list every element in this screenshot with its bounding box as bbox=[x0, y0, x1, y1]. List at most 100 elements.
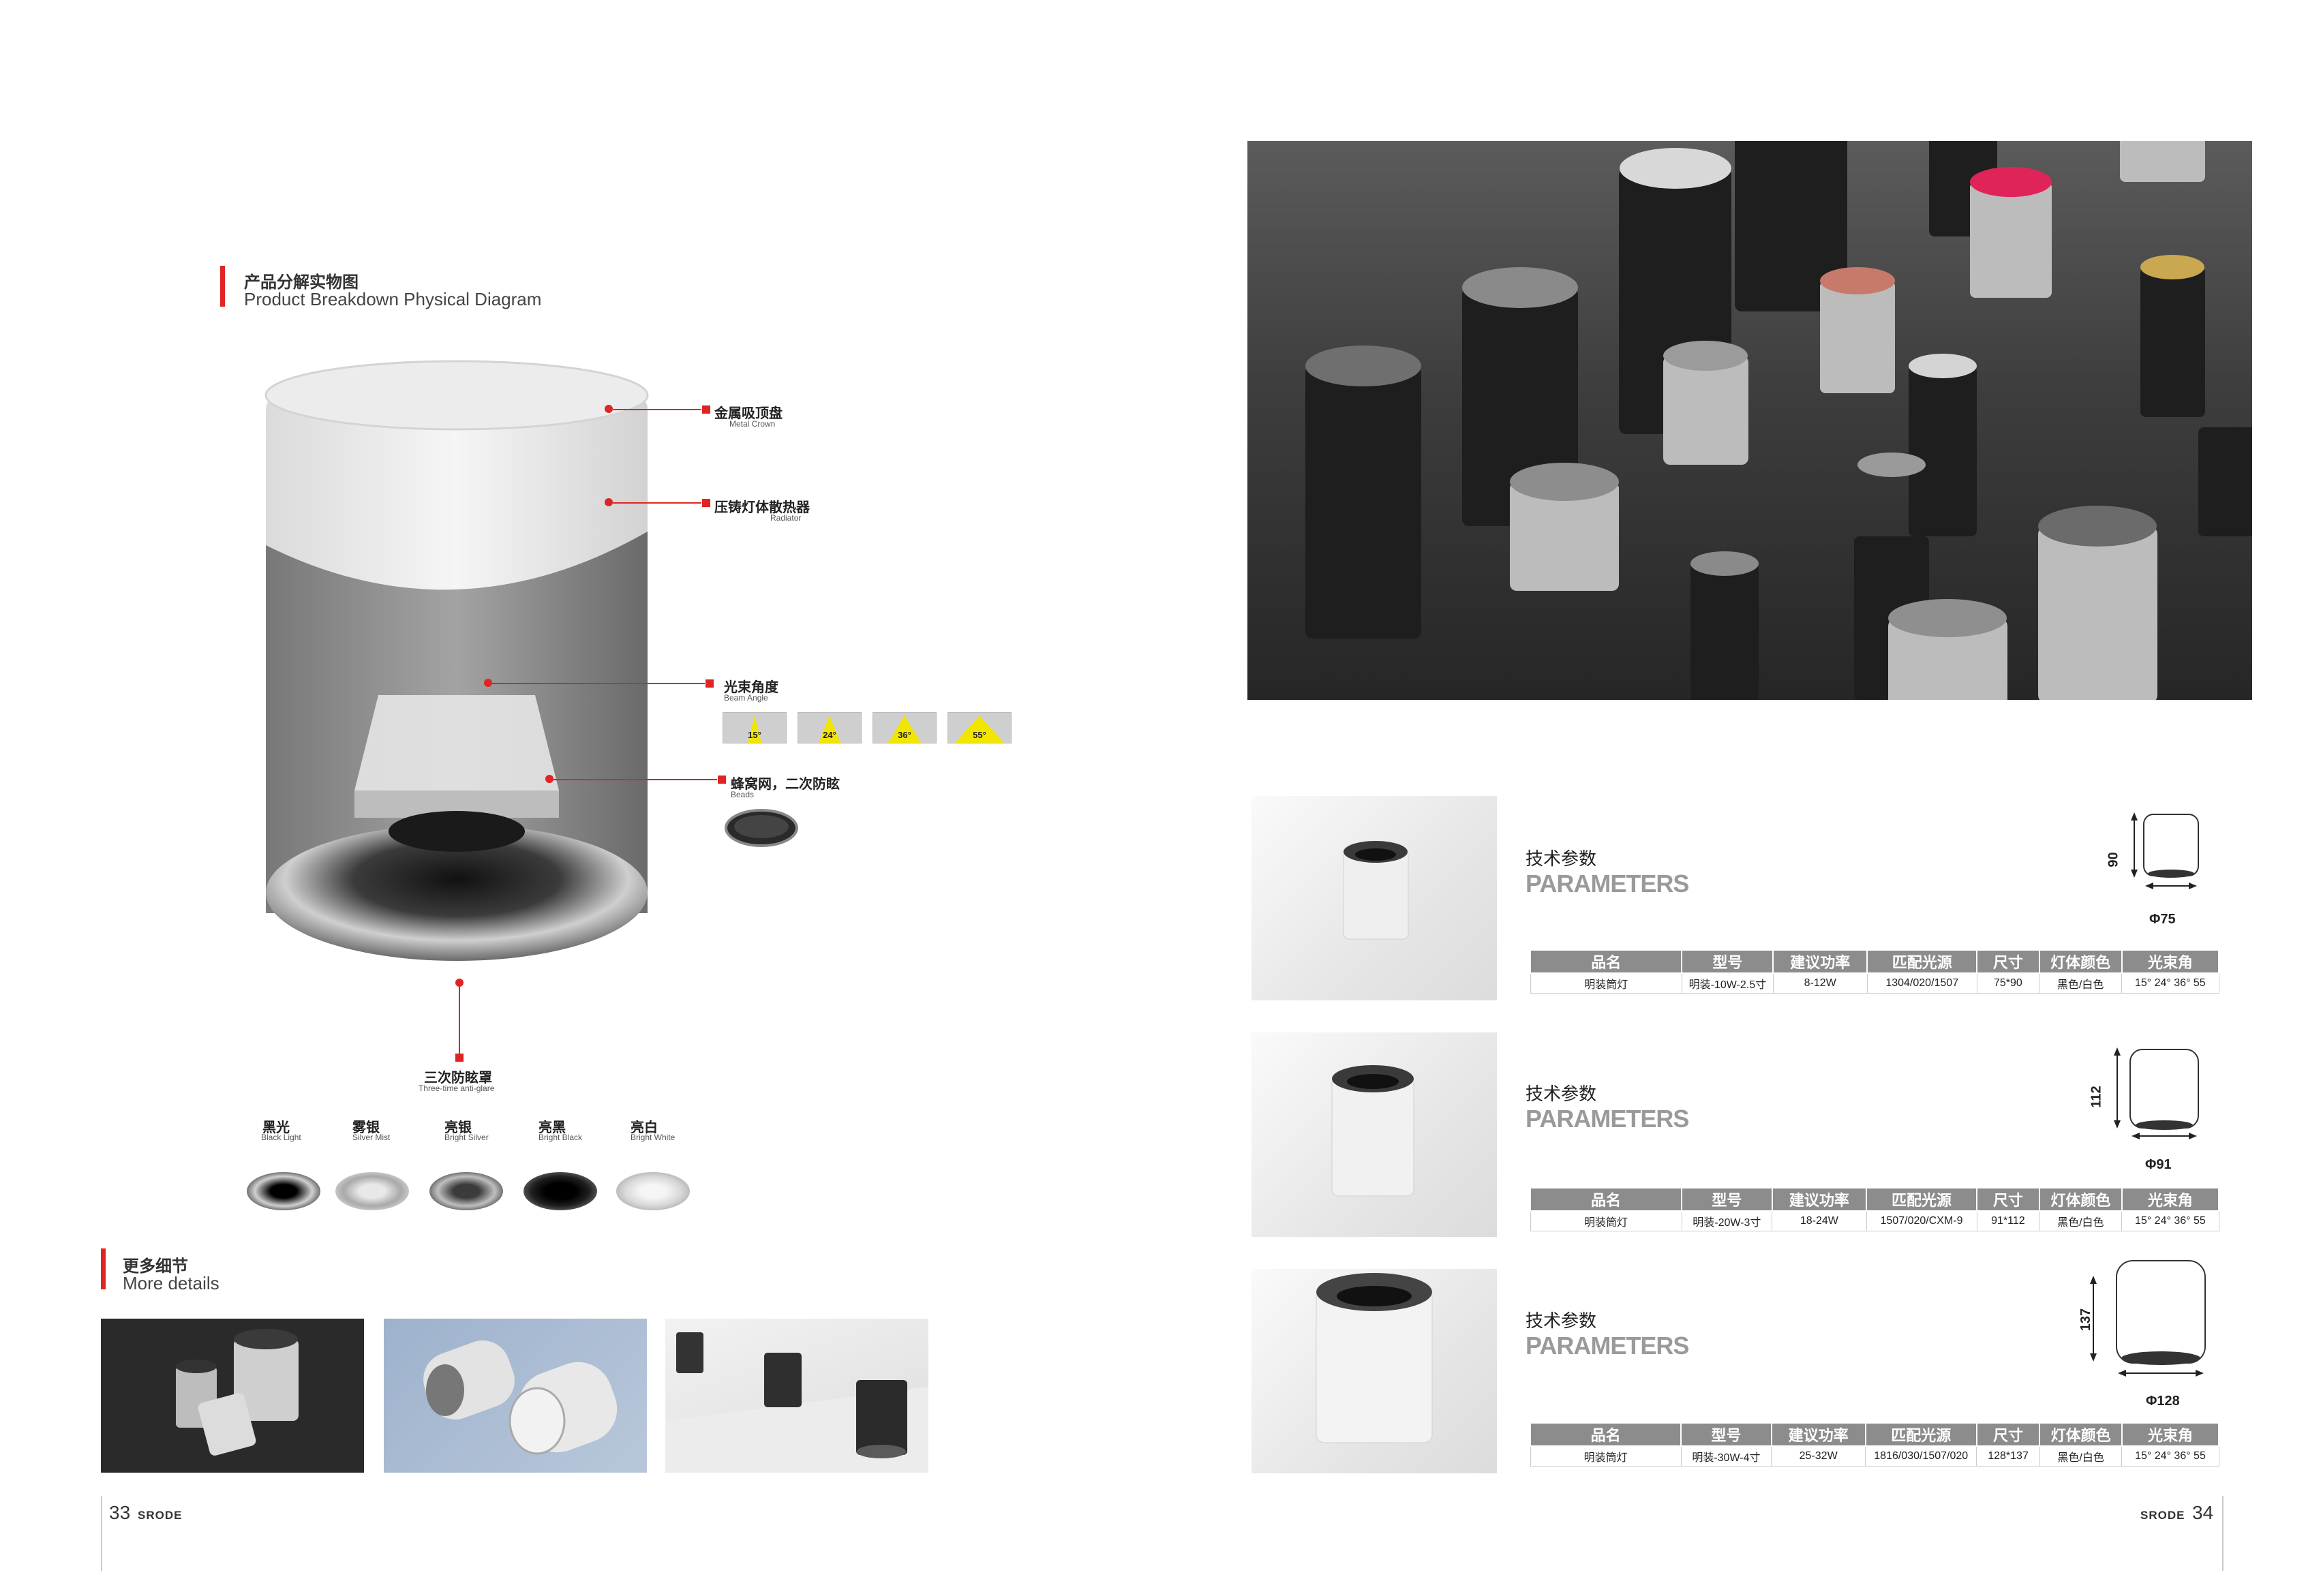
beam-angle-label: 36° bbox=[898, 730, 911, 740]
brand-name-right: SRODE bbox=[2140, 1509, 2185, 1522]
table-cell: 1507/020/CXM-9 bbox=[1866, 1210, 1977, 1231]
table-cell: 75*90 bbox=[1976, 972, 2040, 994]
callout-line bbox=[492, 683, 705, 684]
parameters-title-en: PARAMETERS bbox=[1526, 1332, 1689, 1360]
callout-dot bbox=[605, 498, 613, 506]
table-cell: 黑色/白色 bbox=[2039, 1445, 2123, 1467]
table-header: 型号 bbox=[1680, 1422, 1772, 1447]
dimension-diameter-2: Φ91 bbox=[2145, 1157, 2172, 1172]
page-number-right: 34 bbox=[2192, 1502, 2214, 1523]
spec-table-1: 品名 型号 建议功率 匹配光源 尺寸 灯体颜色 光束角 明装筒灯 明装-10W-… bbox=[1529, 949, 2220, 994]
dimension-drawing-2 bbox=[2114, 1047, 2199, 1139]
table-header: 光束角 bbox=[2121, 949, 2220, 974]
table-header: 品名 bbox=[1529, 1422, 1682, 1447]
callout-marker bbox=[706, 679, 714, 688]
exploded-lamp-diagram bbox=[264, 360, 649, 961]
table-header: 建议功率 bbox=[1772, 949, 1868, 974]
table-cell: 1304/020/1507 bbox=[1866, 972, 1977, 994]
finish-swatch-bright-silver bbox=[429, 1172, 503, 1210]
breakdown-title-cn: 产品分解实物图 bbox=[244, 273, 359, 292]
table-cell: 明装-30W-4寸 bbox=[1680, 1445, 1772, 1467]
finish-label-en: Bright White bbox=[631, 1133, 676, 1142]
table-cell: 1816/030/1507/020 bbox=[1865, 1445, 1977, 1467]
callout-beam-angle-en: Beam Angle bbox=[724, 693, 768, 703]
table-row: 明装筒灯 明装-20W-3寸 18-24W 1507/020/CXM-9 91*… bbox=[1530, 1210, 2219, 1231]
page-edge-right bbox=[2222, 1496, 2224, 1571]
table-header: 型号 bbox=[1681, 1187, 1773, 1212]
beam-angle-label: 15° bbox=[748, 730, 761, 740]
beam-angle-24: 24° bbox=[798, 712, 862, 743]
beam-angle-label: 24° bbox=[823, 730, 836, 740]
finish-label-cn: 雾银 bbox=[352, 1120, 380, 1135]
table-cell: 128*137 bbox=[1976, 1445, 2040, 1467]
dimension-height-3: 137 bbox=[2078, 1308, 2094, 1332]
callout-line bbox=[613, 409, 701, 410]
table-header: 尺寸 bbox=[1976, 1187, 2040, 1212]
finish-label-en: Silver Mist bbox=[352, 1133, 391, 1142]
finish-label-cn: 亮银 bbox=[444, 1120, 472, 1135]
table-row: 明装筒灯 明装-10W-2.5寸 8-12W 1304/020/1507 75*… bbox=[1530, 972, 2219, 994]
dimension-drawing-3 bbox=[2090, 1260, 2206, 1377]
table-cell: 15° 24° 36° 55 bbox=[2121, 1210, 2219, 1231]
beam-angle-15: 15° bbox=[723, 712, 787, 743]
detail-photo-2 bbox=[384, 1319, 647, 1473]
table-cell: 15° 24° 36° 55 bbox=[2121, 1445, 2219, 1467]
honeycomb-mesh-image bbox=[725, 809, 798, 847]
table-header: 品名 bbox=[1529, 949, 1683, 974]
table-cell: 15° 24° 36° 55 bbox=[2121, 972, 2219, 994]
spec-table-3: 品名 型号 建议功率 匹配光源 尺寸 灯体颜色 光束角 明装筒灯 明装-30W-… bbox=[1529, 1422, 2220, 1467]
dimension-diameter-1: Φ75 bbox=[2149, 912, 2176, 927]
callout-dot bbox=[545, 775, 553, 783]
product-thumb-2 bbox=[1251, 1032, 1497, 1237]
brand-name-left: SRODE bbox=[138, 1509, 183, 1522]
table-cell: 明装筒灯 bbox=[1530, 1210, 1682, 1231]
callout-marker bbox=[718, 776, 726, 784]
table-cell: 明装筒灯 bbox=[1530, 1445, 1682, 1467]
details-title-cn: 更多细节 bbox=[123, 1257, 188, 1276]
table-cell: 黑色/白色 bbox=[2039, 1210, 2123, 1231]
callout-marker bbox=[455, 1054, 464, 1062]
dimension-height-1: 90 bbox=[2106, 852, 2121, 868]
table-cell: 18-24W bbox=[1772, 1210, 1867, 1231]
callout-line bbox=[613, 502, 701, 504]
parameters-title-cn: 技术参数 bbox=[1526, 848, 1597, 869]
product-thumb-1 bbox=[1251, 796, 1497, 1000]
beam-angle-36: 36° bbox=[873, 712, 937, 743]
callout-anti-glare-cn: 三次防眩罩 bbox=[424, 1071, 492, 1086]
table-cell: 明装-10W-2.5寸 bbox=[1681, 972, 1774, 994]
finish-label-cn: 黑光 bbox=[262, 1120, 290, 1135]
table-cell: 91*112 bbox=[1976, 1210, 2040, 1231]
finish-swatch-silver-mist bbox=[335, 1172, 409, 1210]
parameters-title-cn: 技术参数 bbox=[1526, 1310, 1597, 1331]
callout-radiator-cn: 压铸灯体散热器 bbox=[714, 500, 810, 515]
finish-label-cn: 亮黑 bbox=[538, 1120, 566, 1135]
dimension-drawing-1 bbox=[2131, 812, 2199, 889]
table-header: 建议功率 bbox=[1770, 1422, 1866, 1447]
callout-line bbox=[553, 779, 717, 780]
parameters-title-en: PARAMETERS bbox=[1526, 870, 1689, 897]
callout-beam-angle-cn: 光束角度 bbox=[724, 680, 778, 695]
callout-dot bbox=[605, 405, 613, 413]
callout-honeycomb-cn: 蜂窝网，二次防眩 bbox=[731, 777, 840, 792]
hero-photo bbox=[1247, 141, 2252, 700]
table-header: 建议功率 bbox=[1771, 1187, 1868, 1212]
table-header: 尺寸 bbox=[1975, 1422, 2041, 1447]
callout-metal-crown-en: Metal Crown bbox=[729, 419, 776, 429]
finish-label-en: Black Light bbox=[261, 1133, 301, 1142]
table-cell: 明装-20W-3寸 bbox=[1681, 1210, 1773, 1231]
parameters-title-cn: 技术参数 bbox=[1526, 1084, 1597, 1104]
table-header: 尺寸 bbox=[1976, 949, 2040, 974]
callout-honeycomb-en: Beads bbox=[731, 790, 755, 799]
table-header: 灯体颜色 bbox=[2039, 1422, 2123, 1447]
table-cell: 8-12W bbox=[1772, 972, 1868, 994]
section-marker bbox=[101, 1248, 106, 1289]
table-header: 匹配光源 bbox=[1866, 1187, 1978, 1212]
callout-anti-glare-en: Three-time anti-glare bbox=[419, 1084, 495, 1093]
breakdown-title-en: Product Breakdown Physical Diagram bbox=[244, 289, 542, 309]
table-header: 匹配光源 bbox=[1866, 949, 1978, 974]
callout-marker bbox=[702, 499, 710, 507]
beam-angle-label: 55° bbox=[973, 730, 986, 740]
table-cell: 黑色/白色 bbox=[2039, 972, 2123, 994]
callout-dot bbox=[484, 679, 492, 687]
dimension-diameter-3: Φ128 bbox=[2146, 1394, 2180, 1409]
